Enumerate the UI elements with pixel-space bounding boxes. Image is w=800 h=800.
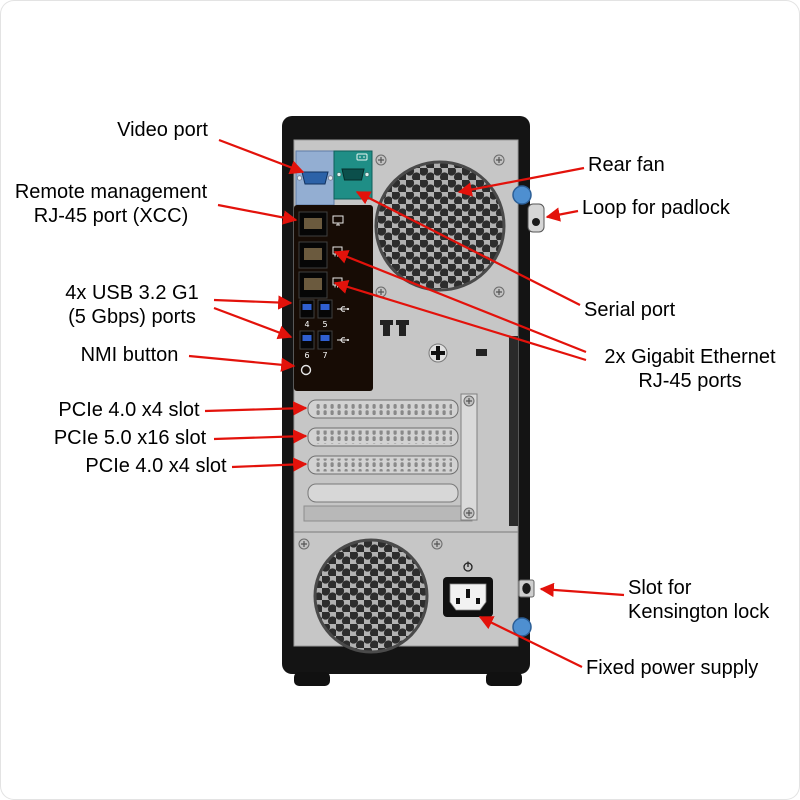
arrow-kensington: [539, 582, 625, 598]
usb-port-5: [317, 299, 333, 319]
label-ethernet-ports: 2x Gigabit Ethernet RJ-45 ports: [604, 346, 776, 392]
screw: [493, 154, 505, 166]
xcc-port: [298, 211, 328, 237]
label-kensington-lock: Slot for Kensington lock: [628, 577, 770, 623]
foot-right: [486, 672, 522, 686]
xcc-management-icon: [332, 215, 344, 226]
usb-port-number: 5: [322, 320, 327, 329]
arrow-xcc-port: [217, 203, 298, 225]
ethernet-port-2: [298, 271, 328, 299]
arrow-usb-pair-2: [213, 306, 293, 340]
side-trim: [509, 336, 518, 526]
pcie-slot-1: [307, 399, 459, 419]
blank-slot: [303, 483, 473, 522]
psu-fan: [298, 538, 443, 654]
foot-left: [294, 672, 330, 686]
label-usb-ports: 4x USB 3.2 G1 (5 Gbps) ports: [65, 282, 199, 328]
arrow-pcie-slot-3: [231, 457, 308, 472]
label-rear-fan: Rear fan: [588, 154, 665, 176]
arrow-serial-port: [355, 191, 581, 306]
slot-bracket: [460, 393, 478, 521]
panel-cutouts: [380, 320, 487, 363]
callout-arrows: [188, 138, 625, 668]
label-nmi-button: NMI button: [80, 344, 179, 366]
label-serial-port: Serial port: [584, 299, 676, 321]
io-panel: 4 5 6 7: [294, 205, 373, 391]
ethernet-port-1: [298, 241, 328, 269]
padlock-loop: [527, 203, 545, 233]
release-button-top: [512, 185, 532, 205]
arrow-ethernet-1: [333, 250, 587, 354]
power-icon: [463, 561, 473, 572]
usb-port-number: 4: [304, 320, 309, 329]
serial-icon: [356, 153, 368, 161]
db9-connector: [341, 168, 365, 181]
label-video-port: Video port: [117, 119, 208, 141]
arrow-padlock-loop: [545, 207, 579, 222]
pcie-slot-2: [307, 427, 459, 447]
arrow-video-port: [218, 138, 305, 175]
label-pcie-slot-2: PCIe 5.0 x16 slot: [53, 427, 207, 449]
label-padlock-loop: Loop for padlock: [582, 197, 730, 219]
video-port: [295, 150, 335, 206]
pcie-slot-3: [307, 455, 459, 475]
usb-port-7: [317, 330, 333, 350]
label-power-supply: Fixed power supply: [586, 657, 759, 679]
screw: [298, 538, 310, 550]
arrow-nmi-button: [188, 354, 296, 372]
screw: [463, 507, 475, 519]
usb-port-4: [299, 299, 315, 319]
arrow-power-supply: [478, 616, 583, 668]
label-remote-management: Remote management RJ-45 port (XCC): [14, 181, 208, 227]
arrow-pcie-slot-1: [204, 401, 308, 416]
serial-port: [333, 150, 373, 200]
release-button-bottom: [512, 617, 532, 637]
arrow-usb-pair-1: [213, 295, 293, 310]
arrow-ethernet-2: [333, 279, 587, 362]
screw: [463, 395, 475, 407]
usb-port-number: 7: [322, 351, 327, 360]
arrow-rear-fan: [457, 166, 585, 197]
nmi-button: [300, 364, 312, 376]
screw: [493, 286, 505, 298]
screw: [431, 538, 443, 550]
label-pcie-slot-1: PCIe 4.0 x4 slot: [58, 399, 200, 421]
kensington-slot: [518, 579, 535, 598]
usb-port-6: [299, 330, 315, 350]
arrow-pcie-slot-2: [213, 429, 308, 444]
usb-port-number: 6: [304, 351, 309, 360]
screw: [375, 154, 387, 166]
vga-connector: [301, 171, 329, 185]
power-inlet: [443, 577, 493, 617]
label-pcie-slot-3: PCIe 4.0 x4 slot: [85, 455, 227, 477]
